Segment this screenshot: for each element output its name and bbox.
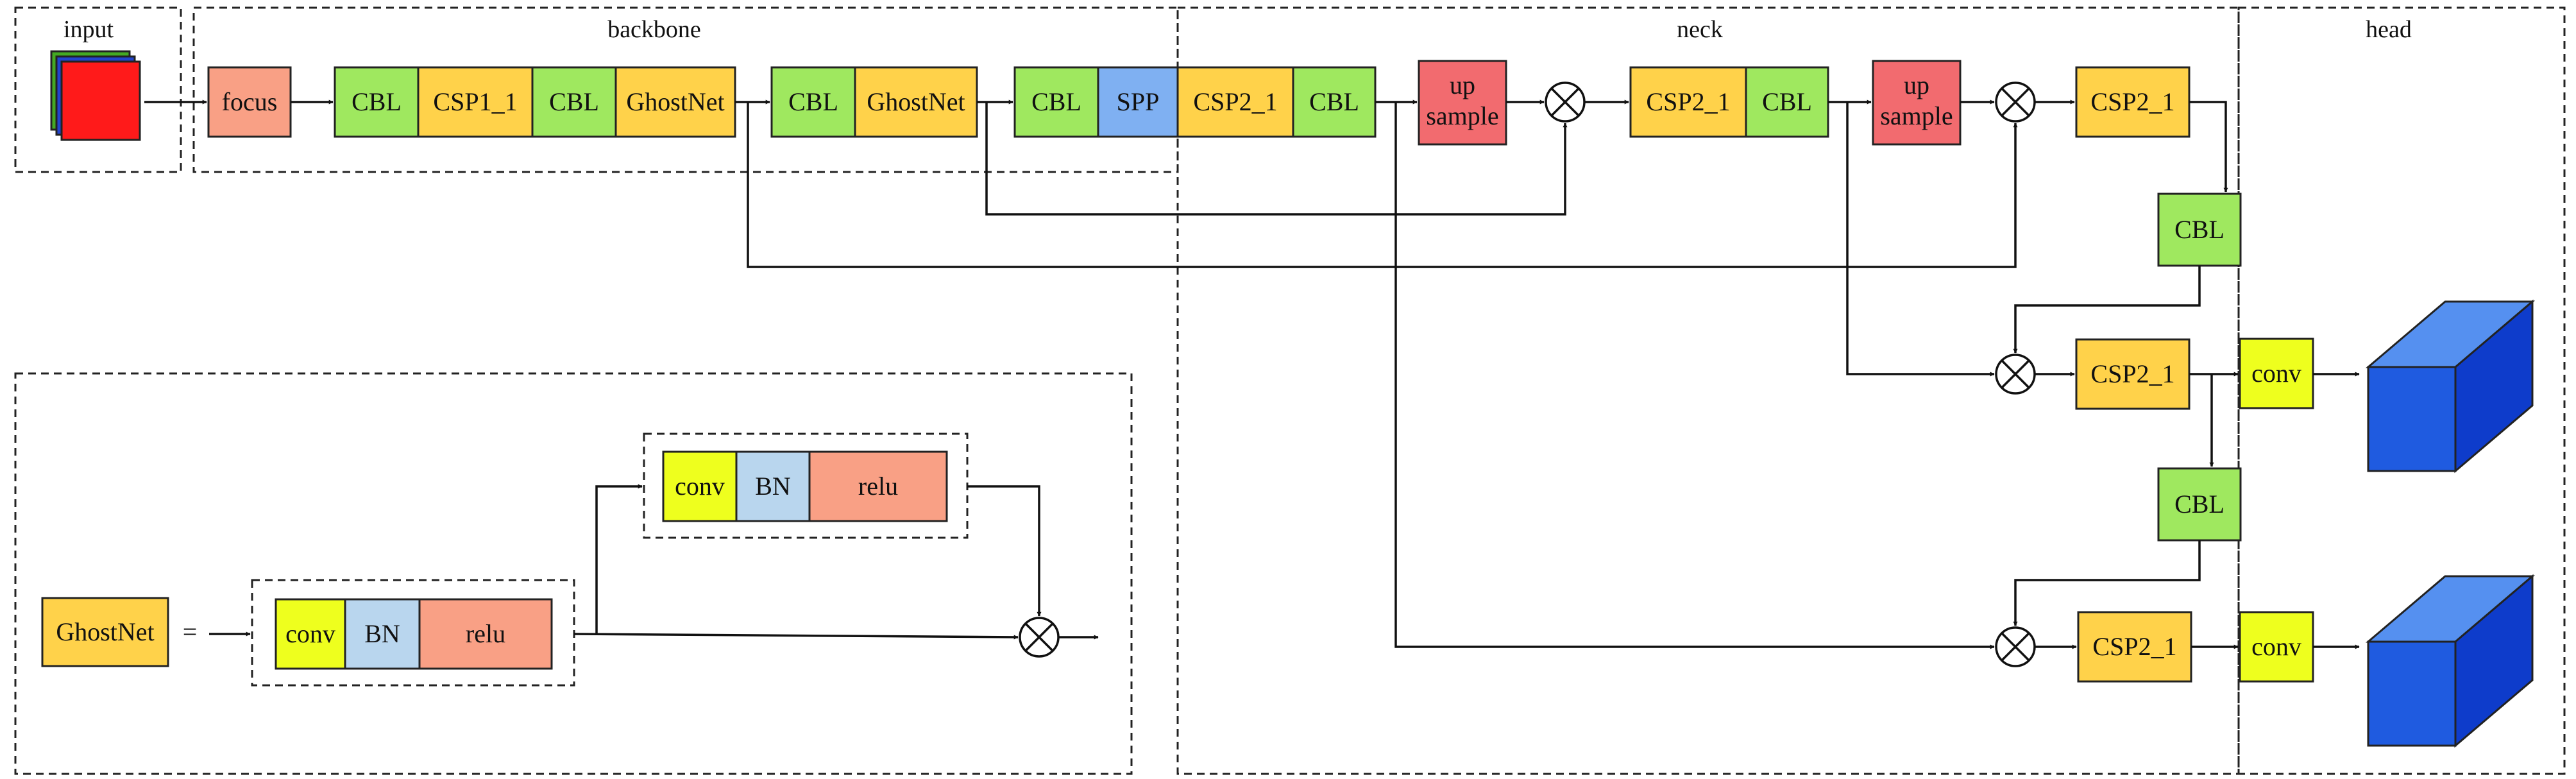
svg-text:CSP2_1: CSP2_1: [2090, 87, 2174, 116]
upsample-block-1: up sample: [1418, 60, 1507, 146]
conv-block-head-1: conv: [2239, 338, 2314, 409]
legend-group-lower: conv BN relu: [251, 579, 575, 687]
svg-text:up: up: [1904, 71, 1929, 99]
conv-block-head-2: conv: [2239, 611, 2314, 683]
csp2-1-block-top: CSP2_1: [2075, 66, 2190, 138]
cbl-label: CBL: [1031, 87, 1081, 116]
input-image-icon: [50, 50, 141, 141]
csp2-1-label: CSP2_1: [1193, 87, 1277, 116]
csp1-1-label: CSP1_1: [433, 87, 517, 116]
backbone-stage-3: CBL SPP CSP2_1 CBL: [1013, 66, 1377, 138]
legend-ghostnet-block: GhostNet: [41, 597, 169, 667]
upsample-block-2: up sample: [1872, 60, 1962, 146]
concat-symbol-1: [1545, 81, 1586, 123]
svg-text:focus: focus: [222, 87, 278, 116]
concat-symbol-4: [1995, 626, 2036, 667]
focus-block: focus: [207, 66, 292, 138]
backbone-stage-2: CBL GhostNet: [770, 66, 978, 138]
cbl-label: CBL: [1762, 87, 1812, 116]
region-ghostnet-legend: [14, 372, 1133, 775]
output-cube-icon-2: [2365, 574, 2536, 748]
concat-symbol-3: [1995, 354, 2036, 395]
relu-label: relu: [858, 472, 898, 501]
svg-text:conv: conv: [2251, 632, 2301, 661]
output-cube-icon-1: [2365, 299, 2536, 474]
backbone-stage-1: CBL CSP1_1 CBL GhostNet: [334, 66, 736, 138]
conv-label: conv: [285, 619, 335, 648]
spp-label: SPP: [1117, 87, 1160, 116]
svg-text:CSP2_1: CSP2_1: [2092, 632, 2176, 661]
svg-text:conv: conv: [2251, 359, 2301, 388]
legend-equals-sign: =: [183, 617, 198, 646]
ghostnet-label: GhostNet: [626, 87, 724, 116]
region-neck-label: neck: [1677, 16, 1723, 43]
neck-stage-1: CSP2_1 CBL: [1629, 66, 1829, 138]
svg-text:CSP2_1: CSP2_1: [2090, 359, 2174, 388]
cbl-label: CBL: [549, 87, 599, 116]
ghostnet-label: GhostNet: [867, 87, 965, 116]
cbl-block-right-1: CBL: [2157, 193, 2242, 267]
cbl-label: CBL: [1309, 87, 1359, 116]
svg-text:CBL: CBL: [2174, 490, 2224, 518]
bn-label: BN: [364, 619, 400, 648]
concat-symbol-2: [1995, 81, 2036, 123]
legend-group-upper: conv BN relu: [643, 432, 969, 539]
svg-text:CBL: CBL: [2174, 215, 2224, 244]
relu-label: relu: [466, 619, 505, 648]
region-head: head: [2237, 6, 2566, 775]
conv-label: conv: [675, 472, 725, 501]
svg-text:up: up: [1450, 71, 1475, 99]
region-input: input: [14, 6, 182, 173]
bn-label: BN: [755, 472, 791, 501]
legend-concat-symbol: [1019, 617, 1060, 658]
svg-text:sample: sample: [1426, 101, 1498, 130]
csp2-1-block-bottom: CSP2_1: [2077, 611, 2192, 683]
region-head-label: head: [2366, 16, 2412, 43]
connection-wires: [144, 99, 2360, 649]
csp2-1-label: CSP2_1: [1646, 87, 1730, 116]
cbl-block-right-2: CBL: [2157, 467, 2242, 542]
cbl-label: CBL: [352, 87, 402, 116]
csp2-1-block-middle: CSP2_1: [2075, 338, 2190, 410]
region-input-label: input: [64, 16, 114, 43]
cbl-label: CBL: [788, 87, 838, 116]
region-backbone-label: backbone: [607, 16, 701, 43]
svg-text:GhostNet: GhostNet: [56, 617, 154, 646]
svg-text:sample: sample: [1880, 101, 1953, 130]
